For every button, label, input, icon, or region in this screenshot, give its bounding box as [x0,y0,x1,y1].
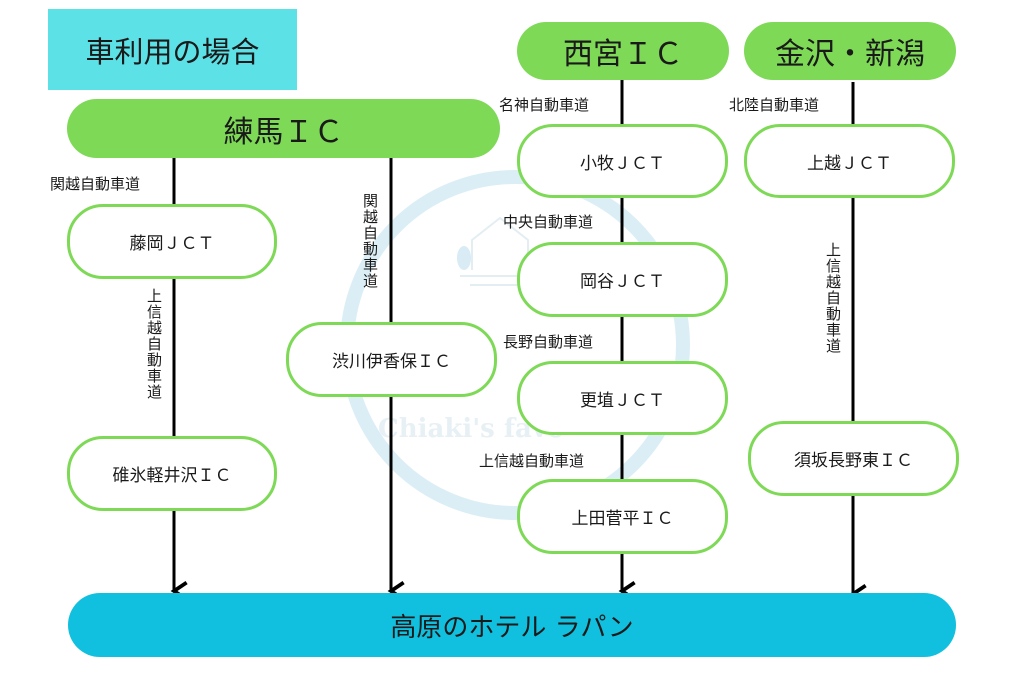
road-label-meishin: 名神自動車道 [499,96,590,114]
road-label-kanetsu-vertical: 関越自動車道 [361,193,379,289]
node-koshoku-jct: 更埴ＪＣＴ [517,361,728,435]
node-komaki-jct: 小牧ＪＣＴ [517,124,728,198]
node-suzaka-naganohigashi-ic: 須坂長野東ＩＣ [748,421,959,496]
node-usui-karuizawa-ic: 碓氷軽井沢ＩＣ [67,436,277,511]
watermark-tree-icon [457,246,471,270]
road-label-joshinetsu-3: 上信越自動車道 [824,242,842,354]
node-fujioka-jct: 藤岡ＪＣＴ [67,204,277,279]
node-joetsu-jct: 上越ＪＣＴ [744,124,955,198]
node-okaya-jct: 岡谷ＪＣＴ [517,242,728,317]
origin-nishinomiya-ic: 西宮ＩＣ [517,22,729,80]
origin-kanazawa-niigata: 金沢・新潟 [744,22,956,80]
road-label-chuo: 中央自動車道 [503,213,594,231]
road-label-hokuriku: 北陸自動車道 [729,96,820,114]
road-label-joshinetsu-2: 上信越自動車道 [479,452,585,470]
destination-hotel: 高原のホテル ラパン [68,593,956,657]
road-label-kanetsu: 関越自動車道 [50,175,141,193]
node-ueda-sugadaira-ic: 上田菅平ＩＣ [517,479,728,554]
page-title: 車利用の場合 [48,9,297,90]
node-shibukawa-ikaho-ic: 渋川伊香保ＩＣ [286,322,497,397]
road-label-joshinetsu: 上信越自動車道 [145,288,163,400]
origin-nerima-ic: 練馬ＩＣ [67,99,500,158]
road-label-nagano: 長野自動車道 [503,333,594,351]
